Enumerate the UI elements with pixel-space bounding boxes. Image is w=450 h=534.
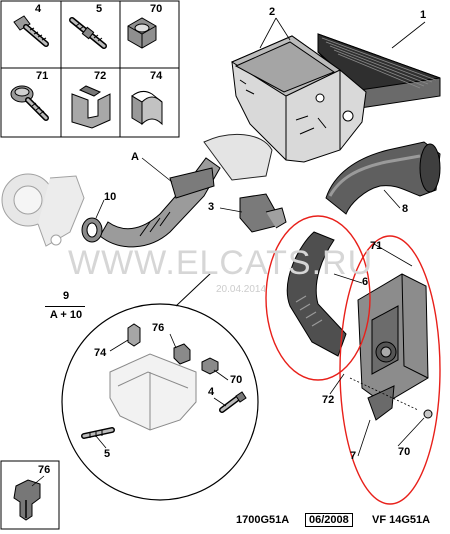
callout-6: 6 <box>362 276 369 288</box>
clip-76-icon <box>13 479 41 521</box>
corner-label-76: 76 <box>38 464 51 476</box>
footer-code-right: VF 14G51A <box>372 514 431 526</box>
turbocharger-icon <box>1 173 85 247</box>
fraction-line <box>45 306 85 307</box>
sensor-3-icon <box>239 193 287 233</box>
detail-callout-4: 4 <box>208 386 215 398</box>
grommet-74-icon <box>131 90 163 126</box>
callout-71: 71 <box>370 240 383 252</box>
corner-parts-box <box>0 460 60 530</box>
detail-clip-74-icon <box>127 323 141 347</box>
bolt-71-icon <box>10 85 49 121</box>
hose-6-icon <box>286 231 347 357</box>
grid-label-74: 74 <box>150 70 163 82</box>
air-filter-element-icon <box>317 33 441 109</box>
nut-70-icon <box>127 17 157 49</box>
callout-2: 2 <box>269 6 276 18</box>
callout-72: 72 <box>322 394 335 406</box>
callout-70: 70 <box>398 446 411 458</box>
intake-hose-a-icon <box>99 133 273 248</box>
callout-3: 3 <box>208 201 215 213</box>
detail-callout-74: 74 <box>94 347 107 359</box>
seal-ring-10-icon <box>81 217 103 243</box>
detail-clip-76-icon <box>173 343 191 365</box>
grid-label-70: 70 <box>150 3 163 15</box>
air-filter-housing-icon <box>230 35 367 163</box>
highlight-circles <box>265 215 441 505</box>
grid-label-72: 72 <box>94 70 107 82</box>
intake-pipe-8-icon <box>325 141 441 215</box>
detail-callout-76: 76 <box>152 322 165 334</box>
callout-10: 10 <box>104 191 117 203</box>
clip-72-icon <box>71 85 111 129</box>
leader-lines <box>31 17 426 487</box>
watermark: WWW.ELCATS.RU <box>68 244 374 282</box>
screw-4-icon <box>13 15 49 47</box>
detail-housing-icon <box>109 353 197 431</box>
detail-circle <box>61 271 259 501</box>
watermark-date: 20.04.2014 <box>216 284 267 295</box>
callout-1: 1 <box>420 9 427 21</box>
footer-code-left: 1700G51A <box>236 514 290 526</box>
detail-callout-5: 5 <box>104 448 111 460</box>
parts-grid <box>0 0 180 138</box>
detail-bolt-4-icon <box>219 391 247 413</box>
grid-label-4: 4 <box>35 3 42 15</box>
group-composition: A + 10 <box>49 309 83 321</box>
grid-label-5: 5 <box>96 3 103 15</box>
grid-label-71: 71 <box>36 70 49 82</box>
callout-a: A <box>131 151 139 163</box>
footer-date: 06/2008 <box>305 513 353 527</box>
stud-5-icon <box>69 17 107 49</box>
callout-8: 8 <box>402 203 409 215</box>
highlight-circle-hose <box>265 215 371 381</box>
detail-callout-70: 70 <box>230 374 243 386</box>
group-number: 9 <box>62 290 70 302</box>
callout-7: 7 <box>350 450 357 462</box>
intercooler-7-icon <box>357 273 433 421</box>
highlight-circle-intercooler <box>339 235 441 505</box>
detail-stud-5-icon <box>81 427 115 439</box>
